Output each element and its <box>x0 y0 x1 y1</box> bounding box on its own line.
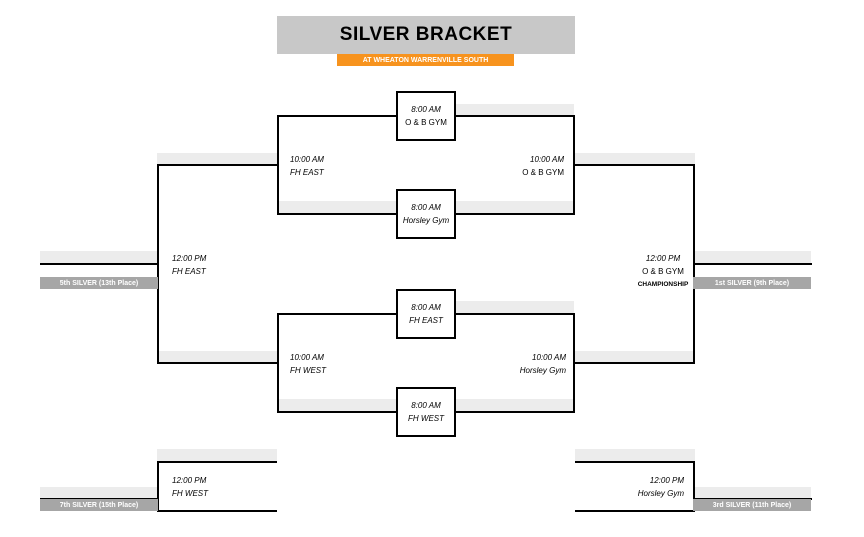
band-right-semi-top <box>575 153 695 165</box>
band-left-consolation <box>40 487 158 499</box>
bracket-line <box>573 362 695 364</box>
game-time: 8:00 AM <box>411 401 441 410</box>
bracket-line <box>575 510 695 512</box>
placement-first-silver: 1st SILVER (9th Place) <box>693 277 811 289</box>
game-box-r1-top-1: 8:00 AM O & B GYM <box>396 91 456 141</box>
band-left-semi-bottom <box>157 351 277 363</box>
game-location: FH EAST <box>409 316 443 325</box>
page-title: SILVER BRACKET <box>277 16 575 54</box>
game-time: 12:00 PM <box>172 476 207 485</box>
bracket-line <box>157 461 159 512</box>
game-box-r1-top-2: 8:00 AM Horsley Gym <box>396 189 456 239</box>
game-location: Horsley Gym <box>637 489 684 498</box>
game-time: 10:00 AM <box>290 155 324 164</box>
game-time: 12:00 PM <box>172 254 207 263</box>
placement-seventh-silver: 7th SILVER (15th Place) <box>40 499 158 511</box>
game-location: Horsley Gym <box>402 216 450 225</box>
game-label-r2-bottom-right: 10:00 AM Horsley Gym <box>482 351 566 377</box>
band-left-consolation-top <box>157 449 277 461</box>
game-time: 8:00 AM <box>411 105 441 114</box>
game-time: 12:00 PM <box>649 476 684 485</box>
game-time: 10:00 AM <box>532 353 566 362</box>
game-location: FH WEST <box>172 489 208 498</box>
bracket-line <box>693 263 812 265</box>
game-label-consolation-left: 12:00 PM FH WEST <box>172 474 208 500</box>
bracket-line <box>40 263 159 265</box>
game-location: FH WEST <box>290 366 326 375</box>
placement-third-silver: 3rd SILVER (11th Place) <box>693 499 811 511</box>
game-label-r2-top-right: 10:00 AM O & B GYM <box>482 153 564 179</box>
game-time: 10:00 AM <box>530 155 564 164</box>
game-location: O & B GYM <box>405 118 447 127</box>
game-time: 10:00 AM <box>290 353 324 362</box>
bracket-line <box>575 461 695 463</box>
placement-fifth-silver: 5th SILVER (13th Place) <box>40 277 158 289</box>
game-location: FH WEST <box>408 414 444 423</box>
bracket-line <box>573 164 695 166</box>
venue-subtitle: AT WHEATON WARRENVILLE SOUTH <box>337 54 514 66</box>
band-left-final <box>40 251 158 263</box>
championship-label: CHAMPIONSHIP <box>637 281 689 288</box>
game-box-r1-bottom-2: 8:00 AM FH WEST <box>396 387 456 437</box>
game-time: 8:00 AM <box>411 303 441 312</box>
band-right-consolation-top <box>575 449 695 461</box>
game-location: FH EAST <box>290 168 324 177</box>
bracket-line <box>157 362 279 364</box>
band-right-consolation <box>693 487 811 499</box>
game-label-r2-top-left: 10:00 AM FH EAST <box>290 153 324 179</box>
game-time: 8:00 AM <box>411 203 441 212</box>
game-label-consolation-right: 12:00 PM Horsley Gym <box>600 474 684 500</box>
game-time: 12:00 PM <box>645 254 681 263</box>
bracket-line <box>157 510 277 512</box>
game-location: Horsley Gym <box>519 366 566 375</box>
bracket-line <box>157 164 279 166</box>
game-label-r2-bottom-left: 10:00 AM FH WEST <box>290 351 326 377</box>
bracket-line <box>693 461 695 512</box>
band-left-semi-top <box>157 153 277 165</box>
game-box-r1-bottom-1: 8:00 AM FH EAST <box>396 289 456 339</box>
game-label-r3-left: 12:00 PM FH EAST <box>172 252 206 278</box>
game-location: FH EAST <box>172 267 206 276</box>
bracket-line <box>157 461 277 463</box>
band-right-semi-bottom <box>575 351 695 363</box>
band-right-final <box>693 251 811 263</box>
game-label-r3-right: 12:00 PM O & B GYM CHAMPIONSHIP <box>622 252 704 291</box>
game-location: O & B GYM <box>522 168 564 177</box>
game-location: O & B GYM <box>642 267 684 276</box>
